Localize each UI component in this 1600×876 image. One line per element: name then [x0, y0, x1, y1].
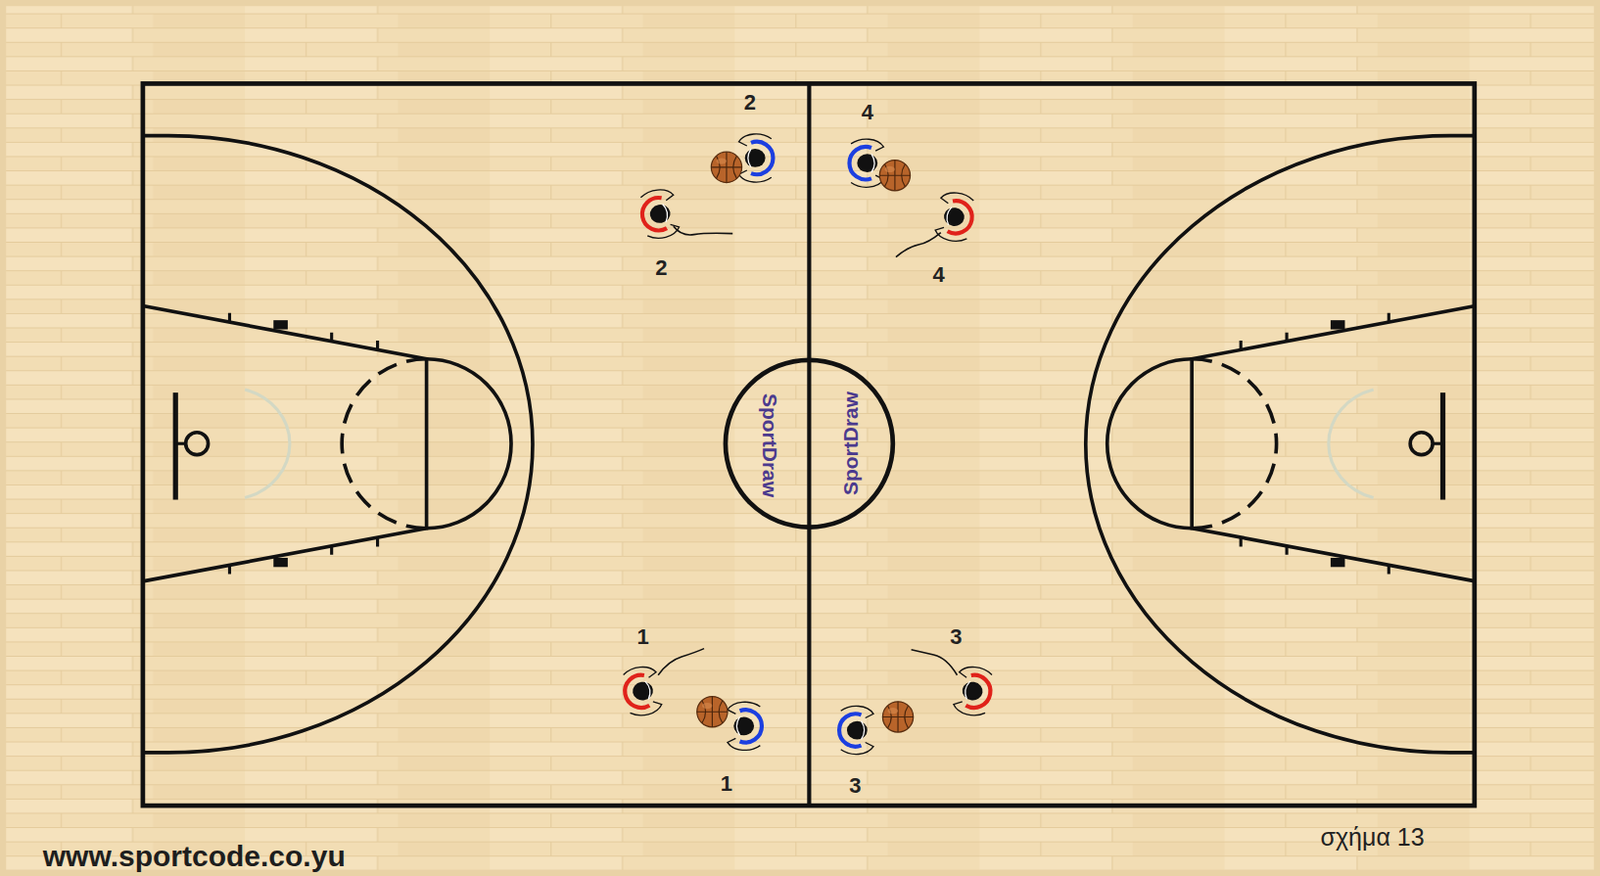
watermark: SportDraw [758, 393, 780, 498]
figure-caption: σχήμα 13 [1320, 824, 1425, 849]
player-figure [640, 187, 681, 240]
player-number: 2 [744, 92, 756, 114]
movement-line [895, 233, 942, 258]
player-figure [727, 702, 760, 751]
player-number: 1 [720, 773, 733, 796]
player-figure [738, 134, 771, 183]
defense-player [951, 664, 994, 718]
left-half-court [142, 136, 533, 753]
offense-player [839, 705, 874, 754]
watermark: SportDraw [840, 391, 861, 496]
player-number: 3 [949, 626, 962, 649]
offense-player [848, 139, 884, 188]
movement-line [911, 650, 958, 676]
midcourt-line [806, 83, 811, 806]
player-figure [622, 664, 663, 718]
player-number: 2 [655, 257, 667, 280]
movement-line [673, 226, 733, 236]
defense-player [934, 189, 977, 243]
defense-player [638, 187, 681, 240]
offense-player [738, 134, 773, 183]
player-number: 1 [636, 626, 649, 649]
basketball [710, 151, 742, 183]
player-figure [850, 139, 884, 188]
player-number: 3 [848, 775, 861, 798]
basketball [697, 697, 728, 728]
player-figure [841, 705, 874, 754]
player-figure [951, 664, 992, 718]
right-half-court [1085, 136, 1476, 753]
defense-player [620, 664, 663, 718]
player-number: 4 [861, 101, 874, 124]
offense-player [727, 702, 762, 751]
website-watermark: www.sportcode.co.yu [43, 842, 346, 872]
player-number: 4 [933, 264, 945, 286]
player-figure [934, 189, 975, 243]
basketball [882, 702, 913, 733]
basketball [879, 160, 910, 191]
movement-line [658, 649, 705, 676]
center-circle [725, 360, 894, 528]
